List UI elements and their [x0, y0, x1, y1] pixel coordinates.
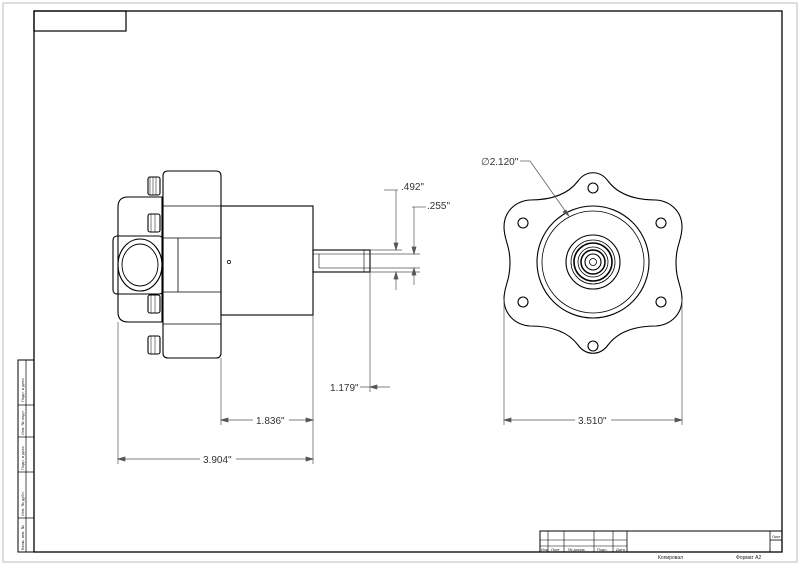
- port-inner: [121, 243, 159, 287]
- stamp-label-4: Инв. № подл.: [20, 410, 25, 435]
- dim-shaft-flat-b: .255": [427, 201, 450, 212]
- mount-hole-br: [655, 296, 667, 308]
- bolt-head-2: [147, 213, 161, 233]
- bearing-ring-1: [570, 239, 616, 285]
- pilot-inner: [541, 210, 645, 314]
- motor-body: [220, 205, 314, 316]
- shaft-center: [589, 258, 597, 266]
- port-housing: [112, 235, 164, 295]
- drawing-frame: [33, 10, 783, 553]
- mount-hole-top: [587, 182, 599, 194]
- stamp-label-3: Подп. и дата: [20, 446, 25, 470]
- front-dimension-labels: 3.510" ∅2.120": [481, 157, 611, 427]
- dim-flange-width: 3.510": [578, 416, 607, 427]
- stamp-label-2: Инв. № дубл.: [20, 491, 25, 516]
- sheet-label: Лист: [772, 534, 781, 539]
- bolt-head-4: [147, 335, 161, 355]
- front-dimensions: [502, 160, 684, 425]
- front-view: [503, 172, 683, 354]
- dim-overall-length: 3.904": [203, 455, 232, 466]
- bearing-outer: [565, 234, 621, 290]
- port-outer: [117, 238, 163, 292]
- format-label: Формат A2: [736, 555, 761, 561]
- header-doc: № докум.: [568, 547, 586, 552]
- header-change: Изм: [541, 547, 549, 552]
- shaft-end: [584, 253, 602, 271]
- mount-hole-tr: [655, 217, 667, 229]
- mount-hole-bottom: [587, 340, 599, 352]
- body-mark: [227, 260, 231, 264]
- dim-shaft-flat-a: .492": [401, 182, 424, 193]
- header-sign: Подп.: [597, 547, 608, 552]
- side-dimension-labels: 3.904" 1.836" 1.179" .492" .255": [200, 182, 450, 466]
- flange-outline: [503, 172, 683, 354]
- bearing-ring-4: [580, 249, 606, 275]
- mount-hole-bl: [517, 296, 529, 308]
- header-sheet: Лист: [551, 547, 560, 552]
- dim-shaft-length: 1.179": [330, 383, 359, 394]
- bolt-head-1: [147, 176, 161, 196]
- copied-label: Копировал: [658, 555, 683, 561]
- side-view: [112, 170, 371, 359]
- header-date: Дата: [616, 547, 626, 552]
- dim-pilot-diameter: ∅2.120": [481, 157, 519, 168]
- shaft: [312, 249, 371, 273]
- side-dimensions: [116, 189, 426, 464]
- pilot-outer: [536, 205, 650, 319]
- dim-body-length: 1.836": [256, 416, 285, 427]
- mount-hole-tl: [517, 217, 529, 229]
- top-left-box: [33, 10, 127, 32]
- bearing-ring-3: [577, 246, 609, 278]
- flange-block: [162, 170, 222, 359]
- rear-housing: [117, 196, 163, 323]
- bearing-ring-2: [573, 242, 613, 282]
- side-stamp: Взам. инв. № Инв. № дубл. Подп. и дата И…: [17, 359, 35, 553]
- bolt-head-3: [147, 294, 161, 314]
- title-block: Лист Изм Лист № докум. Подп. Дата Копиро…: [539, 530, 783, 561]
- stamp-label-1: Взам. инв. №: [20, 525, 25, 550]
- stamp-label-5: Подп. и дата: [20, 378, 25, 402]
